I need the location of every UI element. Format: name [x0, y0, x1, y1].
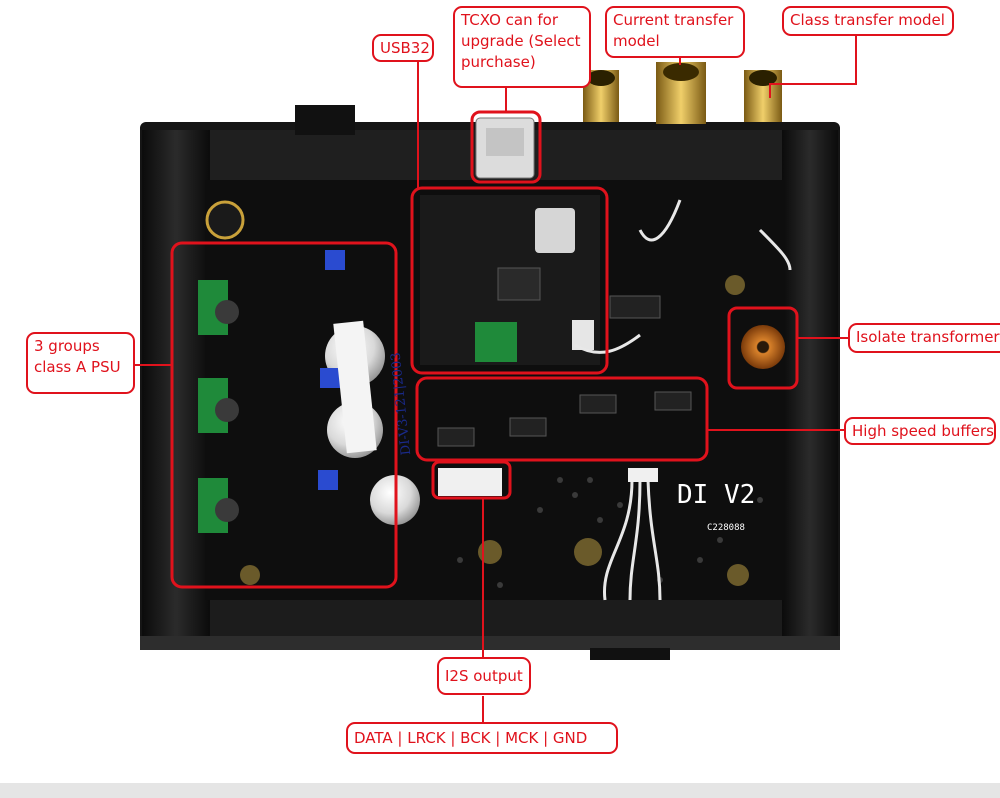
tcxo-can	[475, 117, 535, 179]
label-tcxo: TCXO can for upgrade (Select purchase)	[453, 6, 591, 88]
rca-connector-right	[744, 70, 782, 122]
usb-module	[420, 195, 600, 365]
label-current-transfer: Current transfer model	[605, 6, 745, 58]
isolation-transformer	[741, 325, 785, 369]
label-usb32: USB32	[372, 34, 434, 62]
transformer-highlight	[727, 306, 799, 390]
psu-highlight	[170, 241, 398, 589]
label-i2s-output: I2S output	[437, 657, 531, 695]
label-psu: 3 groups class A PSU	[26, 332, 135, 394]
label-high-speed-buffers: High speed buffers	[844, 417, 996, 445]
board-serial-text: C228088	[707, 523, 745, 533]
leader-class	[769, 34, 857, 98]
label-class-transfer: Class transfer model	[782, 6, 954, 36]
wires	[574, 199, 792, 601]
i2s-highlight	[431, 460, 512, 500]
rca-connector-left	[583, 70, 619, 122]
label-pin-list: DATA | LRCK | BCK | MCK | GND	[346, 722, 618, 754]
label-isolate-transformer: Isolate transformer	[848, 323, 1000, 353]
buffers-highlight	[415, 376, 709, 462]
leader-lines	[135, 34, 857, 722]
bnc-connector	[656, 62, 706, 124]
buffer-ics	[437, 295, 692, 447]
usb-highlight	[410, 186, 609, 375]
board-model-text: DI V2	[677, 480, 756, 510]
i2s-connector	[438, 468, 502, 496]
